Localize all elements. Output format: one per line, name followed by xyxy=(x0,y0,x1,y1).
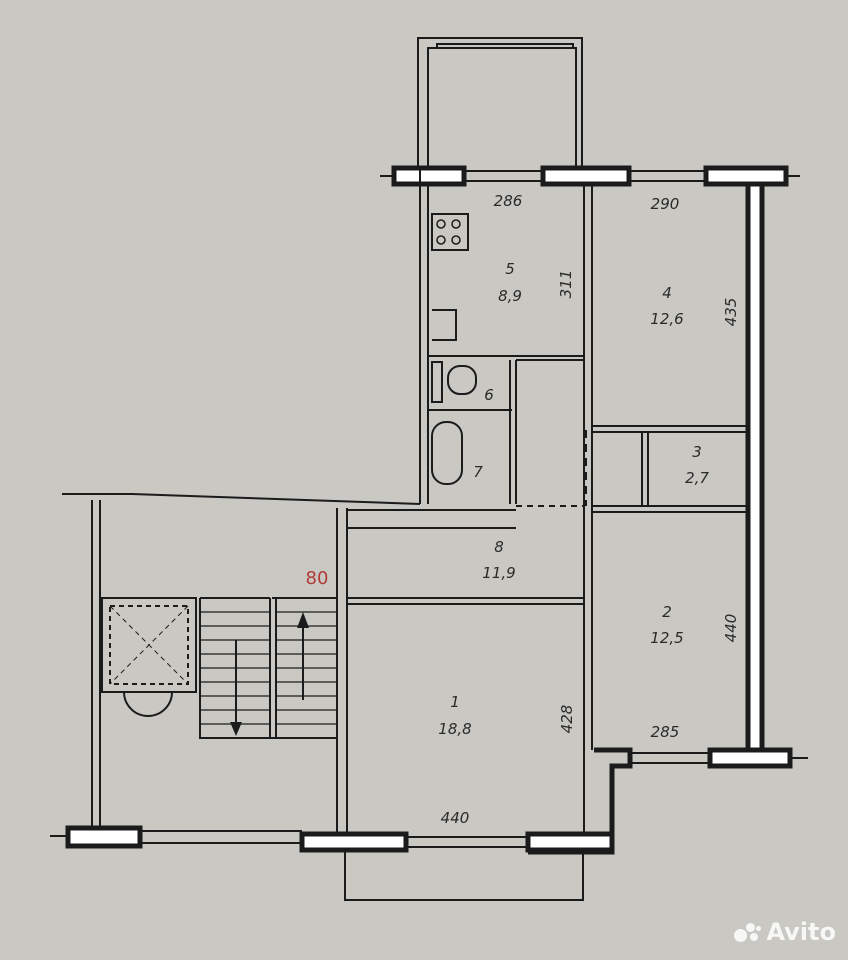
window-room2 xyxy=(630,752,710,764)
balcony-top-inner xyxy=(427,47,577,170)
window-top xyxy=(464,170,706,182)
wall-right-bottom xyxy=(707,747,793,769)
room-6-number: 6 xyxy=(484,386,494,404)
room-4-area: 12,6 xyxy=(650,310,683,328)
dimension-290: 290 xyxy=(651,195,680,213)
room-2-area: 12,5 xyxy=(650,629,683,647)
hall-top-wall xyxy=(62,493,421,505)
dimension-311: 311 xyxy=(557,270,575,299)
stair-frame xyxy=(199,597,338,739)
wall-closet-left xyxy=(641,432,649,506)
stove-burner-3 xyxy=(436,235,446,245)
room-8-area: 11,9 xyxy=(482,564,515,582)
room-7-number: 7 xyxy=(473,463,483,481)
wall-right xyxy=(745,181,765,753)
wall-room1-right xyxy=(583,510,593,834)
elevator-door-swing xyxy=(123,691,173,717)
elevator-cross xyxy=(109,605,189,685)
dimension-435: 435 xyxy=(722,298,740,327)
room-5-number: 5 xyxy=(505,260,515,278)
room-1-area: 18,8 xyxy=(438,720,471,738)
elevator-car xyxy=(109,605,189,685)
room-3-area: 2,7 xyxy=(685,469,709,487)
bathtub xyxy=(431,421,463,485)
wall-closet-bottom xyxy=(592,505,748,513)
avito-watermark: Avito xyxy=(734,918,836,946)
hall-left-wall xyxy=(91,500,101,828)
dimension-286: 286 xyxy=(494,192,523,210)
window-bottom xyxy=(140,830,528,848)
arrow-up-head xyxy=(297,612,309,628)
toilet xyxy=(447,365,477,395)
wall-top-b xyxy=(540,165,632,187)
unit-label: 80 xyxy=(306,568,329,589)
room-8-number: 8 xyxy=(494,538,504,556)
dimension-440-right: 440 xyxy=(722,614,740,643)
avito-logo-icon xyxy=(734,921,762,943)
balcony-bottom xyxy=(344,850,584,901)
room-1-number: 1 xyxy=(450,693,460,711)
wall-kitchen-bottom xyxy=(428,355,584,361)
room-2-number: 2 xyxy=(662,603,672,621)
wall-room1-top xyxy=(347,597,584,605)
wall-kitchen-right xyxy=(583,184,593,750)
wall-bath xyxy=(428,360,517,504)
kitchen-sink xyxy=(432,309,457,341)
hall-right-wall xyxy=(336,508,348,834)
avito-wordmark: Avito xyxy=(766,918,836,946)
room-5-area: 8,9 xyxy=(498,287,522,305)
wall-bottom-a xyxy=(65,825,143,849)
arrow-down-head xyxy=(230,722,242,736)
wall-bottom-c xyxy=(525,831,615,853)
room-3-number: 3 xyxy=(692,443,702,461)
stove-burner-1 xyxy=(436,219,446,229)
elevator-shaft xyxy=(101,597,197,693)
stove xyxy=(431,213,469,251)
room-4-number: 4 xyxy=(662,284,672,302)
stove-burner-2 xyxy=(451,219,461,229)
wall-bottom-b xyxy=(299,831,409,853)
balcony-top-rail xyxy=(436,43,574,48)
dimension-428: 428 xyxy=(558,705,576,734)
wall-top-a xyxy=(391,165,467,187)
stove-burner-4 xyxy=(451,235,461,245)
dimension-440-bottom: 440 xyxy=(441,809,470,827)
bath-sink xyxy=(431,361,443,403)
wall-corridor-top xyxy=(347,509,516,529)
wall-kitchen-left xyxy=(419,170,429,504)
balcony-top-outline xyxy=(417,37,583,170)
wall-closet-top xyxy=(592,425,748,433)
dimension-285: 285 xyxy=(651,723,680,741)
